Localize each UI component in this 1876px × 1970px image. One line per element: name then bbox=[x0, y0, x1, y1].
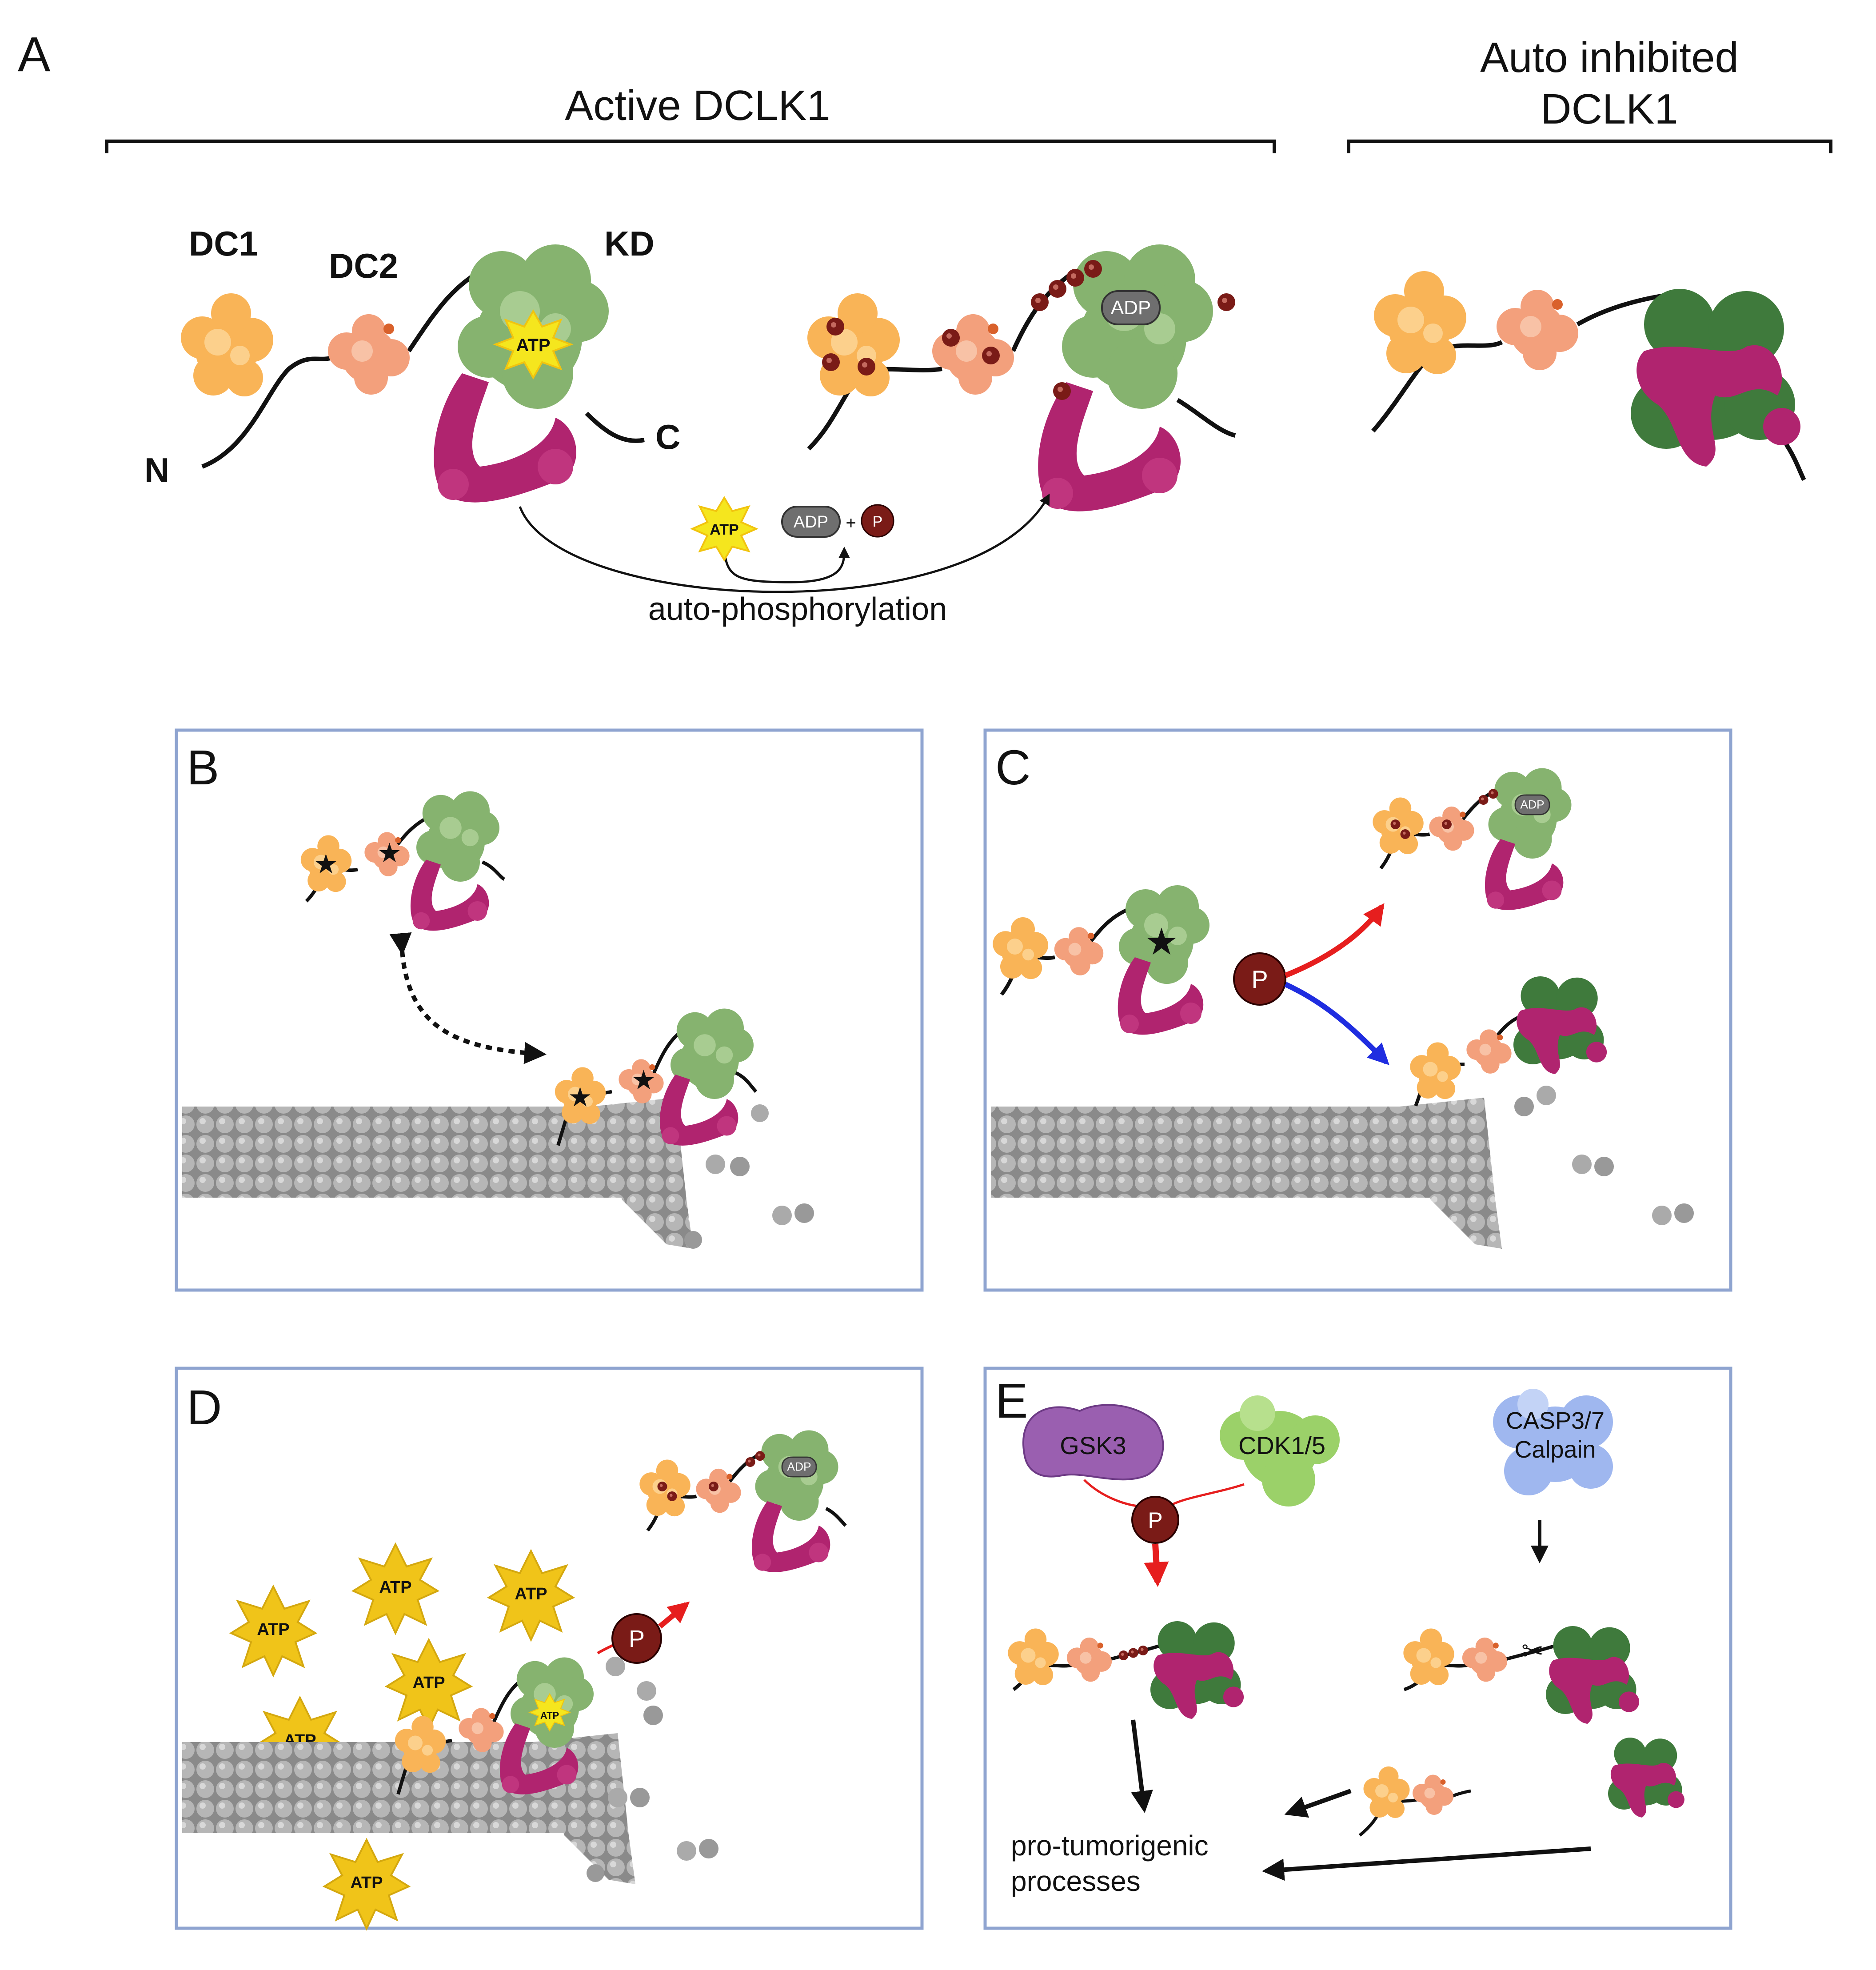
gsk3-label: GSK3 bbox=[1060, 1431, 1126, 1459]
dclk1-phosphorylated-molecule: ADP bbox=[807, 244, 1236, 511]
active-title: Active DCLK1 bbox=[565, 82, 830, 129]
outcome-arrow-3 bbox=[1262, 1846, 1591, 1881]
outcome-label-line2: processes bbox=[1011, 1865, 1141, 1897]
dclk1-bound-molecule: ★ ★ bbox=[555, 1008, 758, 1146]
atp-star-small bbox=[690, 496, 758, 562]
panel-e: E GSK3 CDK1/5 CASP3/7 Calpain P bbox=[983, 1367, 1732, 1930]
scissors-icon: ✂ bbox=[1521, 1636, 1544, 1666]
panel-d-letter: D bbox=[187, 1380, 222, 1435]
dclk1-d-phosphorylated: ADP bbox=[639, 1430, 847, 1572]
panel-b: B ★ ★ bbox=[175, 728, 924, 1292]
panel-a: A Active DCLK1 Auto inhibited DCLK1 ATP … bbox=[18, 27, 1832, 627]
phosphate-small-label: P bbox=[873, 513, 883, 530]
phosphate-small bbox=[861, 504, 894, 538]
adp-pill bbox=[1101, 290, 1161, 325]
panel-d: D ATP ATP ATP ATP ATP bbox=[175, 1367, 924, 1931]
autophosphorylation-label: auto-phosphorylation bbox=[648, 591, 947, 627]
outcome-label-line1: pro-tumorigenic bbox=[1011, 1830, 1209, 1862]
autoinhibited-title-line1: Auto inhibited bbox=[1480, 34, 1739, 81]
domain-dc2-label: DC2 bbox=[329, 246, 398, 285]
dclk1-active-molecule: ATP bbox=[181, 244, 645, 503]
cdk-shape bbox=[1220, 1395, 1340, 1506]
outcome-arrow-2 bbox=[1284, 1789, 1352, 1818]
svg-text:★: ★ bbox=[631, 1065, 655, 1095]
phosphate-c bbox=[1233, 952, 1286, 1006]
svg-text:★: ★ bbox=[568, 1082, 592, 1112]
phosphorylation-e-arrow bbox=[1144, 1543, 1169, 1587]
panel-e-letter: E bbox=[995, 1374, 1028, 1428]
atp-d-1: ATP bbox=[257, 1620, 289, 1639]
binding-equilibrium-arrow bbox=[389, 932, 547, 1064]
protease-shape bbox=[1493, 1389, 1613, 1495]
plus-sign: + bbox=[846, 513, 856, 533]
adp-pill-label: ADP bbox=[1111, 297, 1151, 319]
inhibition-blue-arrow bbox=[1284, 982, 1389, 1065]
phosphate-e bbox=[1131, 1496, 1179, 1544]
autophosphorylation-arrow bbox=[519, 493, 1050, 593]
panel-c: C ★ P ADP bbox=[983, 728, 1732, 1292]
domain-dc1-label: DC1 bbox=[189, 224, 258, 263]
protease-label-line1: CASP3/7 bbox=[1506, 1407, 1605, 1434]
atp-cluster: ATP ATP ATP ATP ATP ATP bbox=[229, 1542, 575, 1931]
adp-d-label: ADP bbox=[787, 1460, 811, 1473]
protease-label-line2: Calpain bbox=[1514, 1436, 1596, 1463]
adp-small-label: ADP bbox=[794, 513, 828, 531]
atp-label: ATP bbox=[516, 336, 550, 355]
active-bracket bbox=[105, 140, 1276, 153]
dclk1-e-fragment-n bbox=[1358, 1766, 1471, 1837]
phosphate-c-label: P bbox=[1251, 965, 1268, 993]
atp-star bbox=[493, 309, 574, 380]
phosphate-d bbox=[611, 1613, 662, 1664]
atp-d-bound-label: ATP bbox=[540, 1710, 559, 1721]
phosphorylation-red-arrow bbox=[1284, 903, 1385, 978]
panel-a-letter: A bbox=[18, 27, 51, 82]
dclk1-d-bound bbox=[395, 1657, 594, 1795]
dclk1-c-active: ★ bbox=[993, 885, 1209, 1035]
panel-c-letter: C bbox=[995, 740, 1030, 795]
panel-b-letter: B bbox=[187, 740, 219, 795]
dclk1-free-molecule: ★ ★ bbox=[300, 791, 506, 931]
phosphorylation-d-arrow bbox=[658, 1601, 690, 1629]
atp-d-4: ATP bbox=[412, 1674, 445, 1692]
dclk1-autoinhibited-molecule bbox=[1371, 271, 1806, 481]
phosphate-d-label: P bbox=[629, 1626, 645, 1652]
outcome-arrow-1 bbox=[1131, 1719, 1153, 1813]
atp-d-6: ATP bbox=[350, 1874, 383, 1892]
atp-d-2: ATP bbox=[379, 1578, 411, 1597]
autoinhibited-title-line2: DCLK1 bbox=[1541, 85, 1678, 133]
domain-kd-label: KD bbox=[604, 224, 655, 263]
phosphate-e-label: P bbox=[1148, 1508, 1162, 1533]
svg-text:★: ★ bbox=[314, 849, 338, 879]
dclk1-e-cleaved: ✂ bbox=[1403, 1626, 1640, 1724]
svg-text:★: ★ bbox=[1145, 921, 1178, 963]
atp-small-label: ATP bbox=[710, 521, 738, 538]
atp-d-3: ATP bbox=[515, 1585, 547, 1603]
dclk1-c-phosphorylated: ADP bbox=[1373, 768, 1572, 910]
gsk3-shape bbox=[1022, 1404, 1164, 1481]
terminus-n-label: N bbox=[144, 451, 169, 490]
svg-text:★: ★ bbox=[377, 838, 401, 868]
microtubule-c bbox=[991, 1086, 1694, 1249]
terminus-c-label: C bbox=[655, 417, 680, 456]
autoinhibited-bracket bbox=[1347, 140, 1832, 153]
adp-small-pill bbox=[781, 506, 841, 538]
cdk-label: CDK1/5 bbox=[1238, 1431, 1325, 1459]
adp-c-label: ADP bbox=[1520, 798, 1544, 811]
dclk1-c-autoinhibited bbox=[1410, 976, 1607, 1107]
dclk1-e-phosphorylated bbox=[1008, 1621, 1244, 1719]
panel-c-frame bbox=[983, 728, 1732, 1292]
